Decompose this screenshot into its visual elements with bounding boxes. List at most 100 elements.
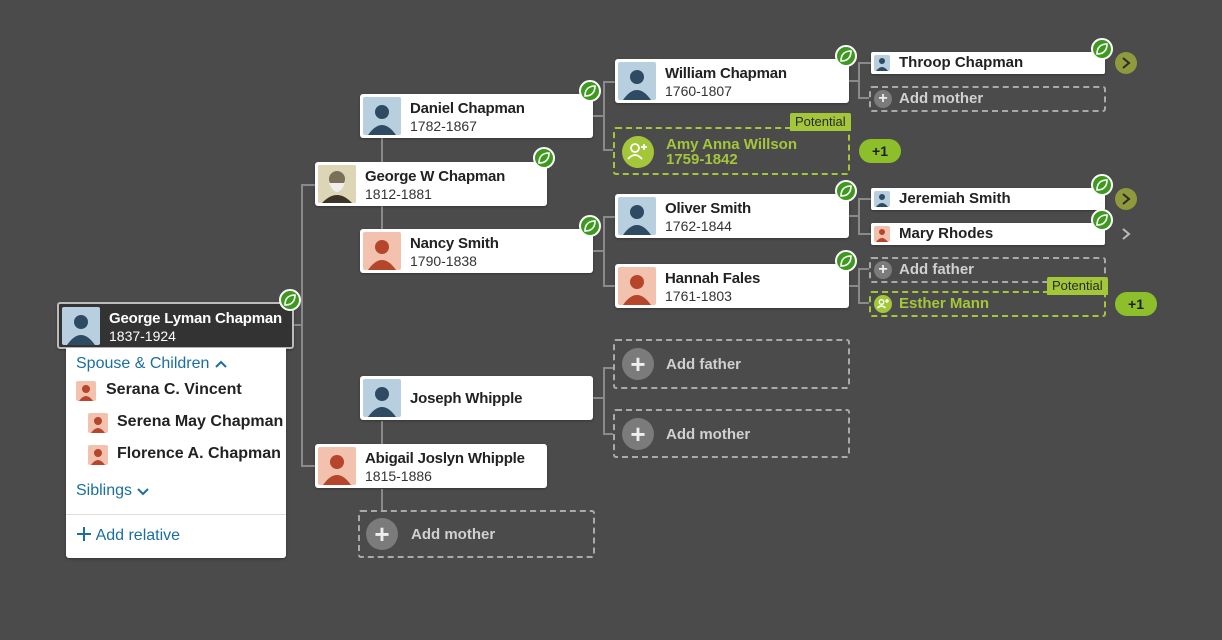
potential-dates: 1759-1842 xyxy=(666,151,738,168)
person-dates: 1760-1807 xyxy=(665,83,732,99)
plus-icon xyxy=(77,527,91,541)
female-avatar-icon xyxy=(76,381,96,401)
siblings-toggle[interactable]: Siblings xyxy=(76,482,150,500)
male-avatar-icon xyxy=(874,55,890,71)
record-hint-icon[interactable] xyxy=(1091,174,1113,196)
add-mother-button[interactable]: + Add mother xyxy=(358,510,595,558)
record-hint-icon[interactable] xyxy=(1091,38,1113,60)
chevron-up-icon xyxy=(215,360,227,368)
female-avatar-icon xyxy=(618,267,656,305)
person-card-gg-grandmother[interactable]: Mary Rhodes xyxy=(871,223,1105,245)
relatives-panel: Spouse & Children Serana C. Vincent Sere… xyxy=(66,348,286,558)
plus-icon: + xyxy=(874,261,892,279)
potential-name: Amy Anna Willson xyxy=(666,136,797,153)
potential-badge: Potential xyxy=(790,113,851,131)
person-name: George W Chapman xyxy=(365,168,506,185)
add-mother-button[interactable]: + Add mother xyxy=(613,409,850,458)
person-dates: 1782-1867 xyxy=(410,118,477,134)
female-avatar-icon xyxy=(318,447,356,485)
person-dates: 1790-1838 xyxy=(410,253,477,269)
chevron-down-icon xyxy=(137,488,150,496)
person-dates: 1815-1886 xyxy=(365,468,432,484)
person-card-father[interactable]: George W Chapman 1812-1881 xyxy=(315,162,547,206)
expand-chevron-right-icon[interactable] xyxy=(1115,52,1137,74)
male-avatar-icon xyxy=(618,62,656,100)
add-mother-label: Add mother xyxy=(411,526,496,543)
person-card-grandfather[interactable]: Daniel Chapman 1782-1867 xyxy=(360,94,593,138)
add-person-icon xyxy=(874,295,892,313)
potential-name: Esther Mann xyxy=(899,295,990,312)
person-card-great-grandfather[interactable]: Oliver Smith 1762-1844 xyxy=(615,194,849,238)
male-avatar-icon xyxy=(62,307,100,345)
person-name: Daniel Chapman xyxy=(410,100,525,117)
person-dates: 1762-1844 xyxy=(665,218,732,234)
person-card-gg-grandfather[interactable]: Throop Chapman xyxy=(871,52,1105,74)
add-father-button[interactable]: + Add father xyxy=(613,339,850,389)
record-hint-icon[interactable] xyxy=(533,147,555,169)
person-dates: 1761-1803 xyxy=(665,288,732,304)
person-card-mother[interactable]: Abigail Joslyn Whipple 1815-1886 xyxy=(315,444,547,488)
add-mother-button[interactable]: + Add mother xyxy=(869,86,1106,112)
person-name: Abigail Joslyn Whipple xyxy=(365,450,525,467)
add-father-label: Add father xyxy=(666,356,741,373)
potential-mother-card[interactable]: Esther Mann xyxy=(869,291,1106,317)
record-hint-icon[interactable] xyxy=(835,250,857,272)
chevron-right-icon[interactable] xyxy=(1120,227,1132,246)
spouse-name[interactable]: Serana C. Vincent xyxy=(106,381,242,398)
record-hint-icon[interactable] xyxy=(835,45,857,67)
potential-badge: Potential xyxy=(1047,277,1108,295)
person-name: Nancy Smith xyxy=(410,235,499,252)
expand-chevron-right-icon[interactable] xyxy=(1115,188,1137,210)
record-hint-icon[interactable] xyxy=(279,289,301,311)
portrait-photo xyxy=(318,165,356,203)
record-hint-icon[interactable] xyxy=(835,180,857,202)
add-mother-label: Add mother xyxy=(899,90,984,107)
plus-icon: + xyxy=(622,348,654,380)
spouse-children-label: Spouse & Children xyxy=(76,355,210,372)
person-card-gg-grandfather[interactable]: Jeremiah Smith xyxy=(871,188,1105,210)
record-hint-icon[interactable] xyxy=(1091,209,1113,231)
add-person-icon xyxy=(622,136,654,168)
more-potentials-count[interactable]: +1 xyxy=(859,139,901,163)
female-avatar-icon xyxy=(874,226,890,242)
person-card-grandfather[interactable]: Joseph Whipple xyxy=(360,376,593,420)
record-hint-icon[interactable] xyxy=(579,80,601,102)
add-father-label: Add father xyxy=(899,261,974,278)
person-name: Joseph Whipple xyxy=(410,390,523,407)
add-mother-label: Add mother xyxy=(666,426,751,443)
male-avatar-icon xyxy=(618,197,656,235)
female-avatar-icon xyxy=(363,232,401,270)
person-card-great-grandfather[interactable]: William Chapman 1760-1807 xyxy=(615,59,849,103)
plus-icon: + xyxy=(874,90,892,108)
female-avatar-icon xyxy=(88,445,108,465)
add-relative-label: Add relative xyxy=(95,527,181,544)
person-dates: 1812-1881 xyxy=(365,186,432,202)
person-card-grandmother[interactable]: Nancy Smith 1790-1838 xyxy=(360,229,593,273)
child-name[interactable]: Florence A. Chapman xyxy=(117,445,281,462)
record-hint-icon[interactable] xyxy=(579,215,601,237)
person-name: William Chapman xyxy=(665,65,787,82)
potential-mother-card[interactable]: Amy Anna Willson 1759-1842 xyxy=(613,127,850,175)
person-name: Throop Chapman xyxy=(899,54,1024,71)
person-name: Jeremiah Smith xyxy=(899,190,1011,207)
focus-person-name: George Lyman Chapman xyxy=(109,310,282,327)
plus-icon: + xyxy=(366,518,398,550)
add-relative-button[interactable]: Add relative xyxy=(76,526,180,545)
spouse-children-toggle[interactable]: Spouse & Children xyxy=(76,355,228,373)
focus-person-card[interactable]: George Lyman Chapman 1837-1924 xyxy=(57,302,294,349)
add-father-button[interactable]: + Add father xyxy=(869,257,1106,283)
person-name: Hannah Fales xyxy=(665,270,761,287)
panel-divider xyxy=(66,514,286,515)
female-avatar-icon xyxy=(88,413,108,433)
siblings-label: Siblings xyxy=(76,482,133,499)
person-name: Oliver Smith xyxy=(665,200,751,217)
more-potentials-count[interactable]: +1 xyxy=(1115,292,1157,316)
child-name[interactable]: Serena May Chapman xyxy=(117,413,284,430)
male-avatar-icon xyxy=(363,379,401,417)
person-card-great-grandmother[interactable]: Hannah Fales 1761-1803 xyxy=(615,264,849,308)
male-avatar-icon xyxy=(363,97,401,135)
focus-person-dates: 1837-1924 xyxy=(109,328,176,344)
male-avatar-icon xyxy=(874,191,890,207)
plus-icon: + xyxy=(622,418,654,450)
